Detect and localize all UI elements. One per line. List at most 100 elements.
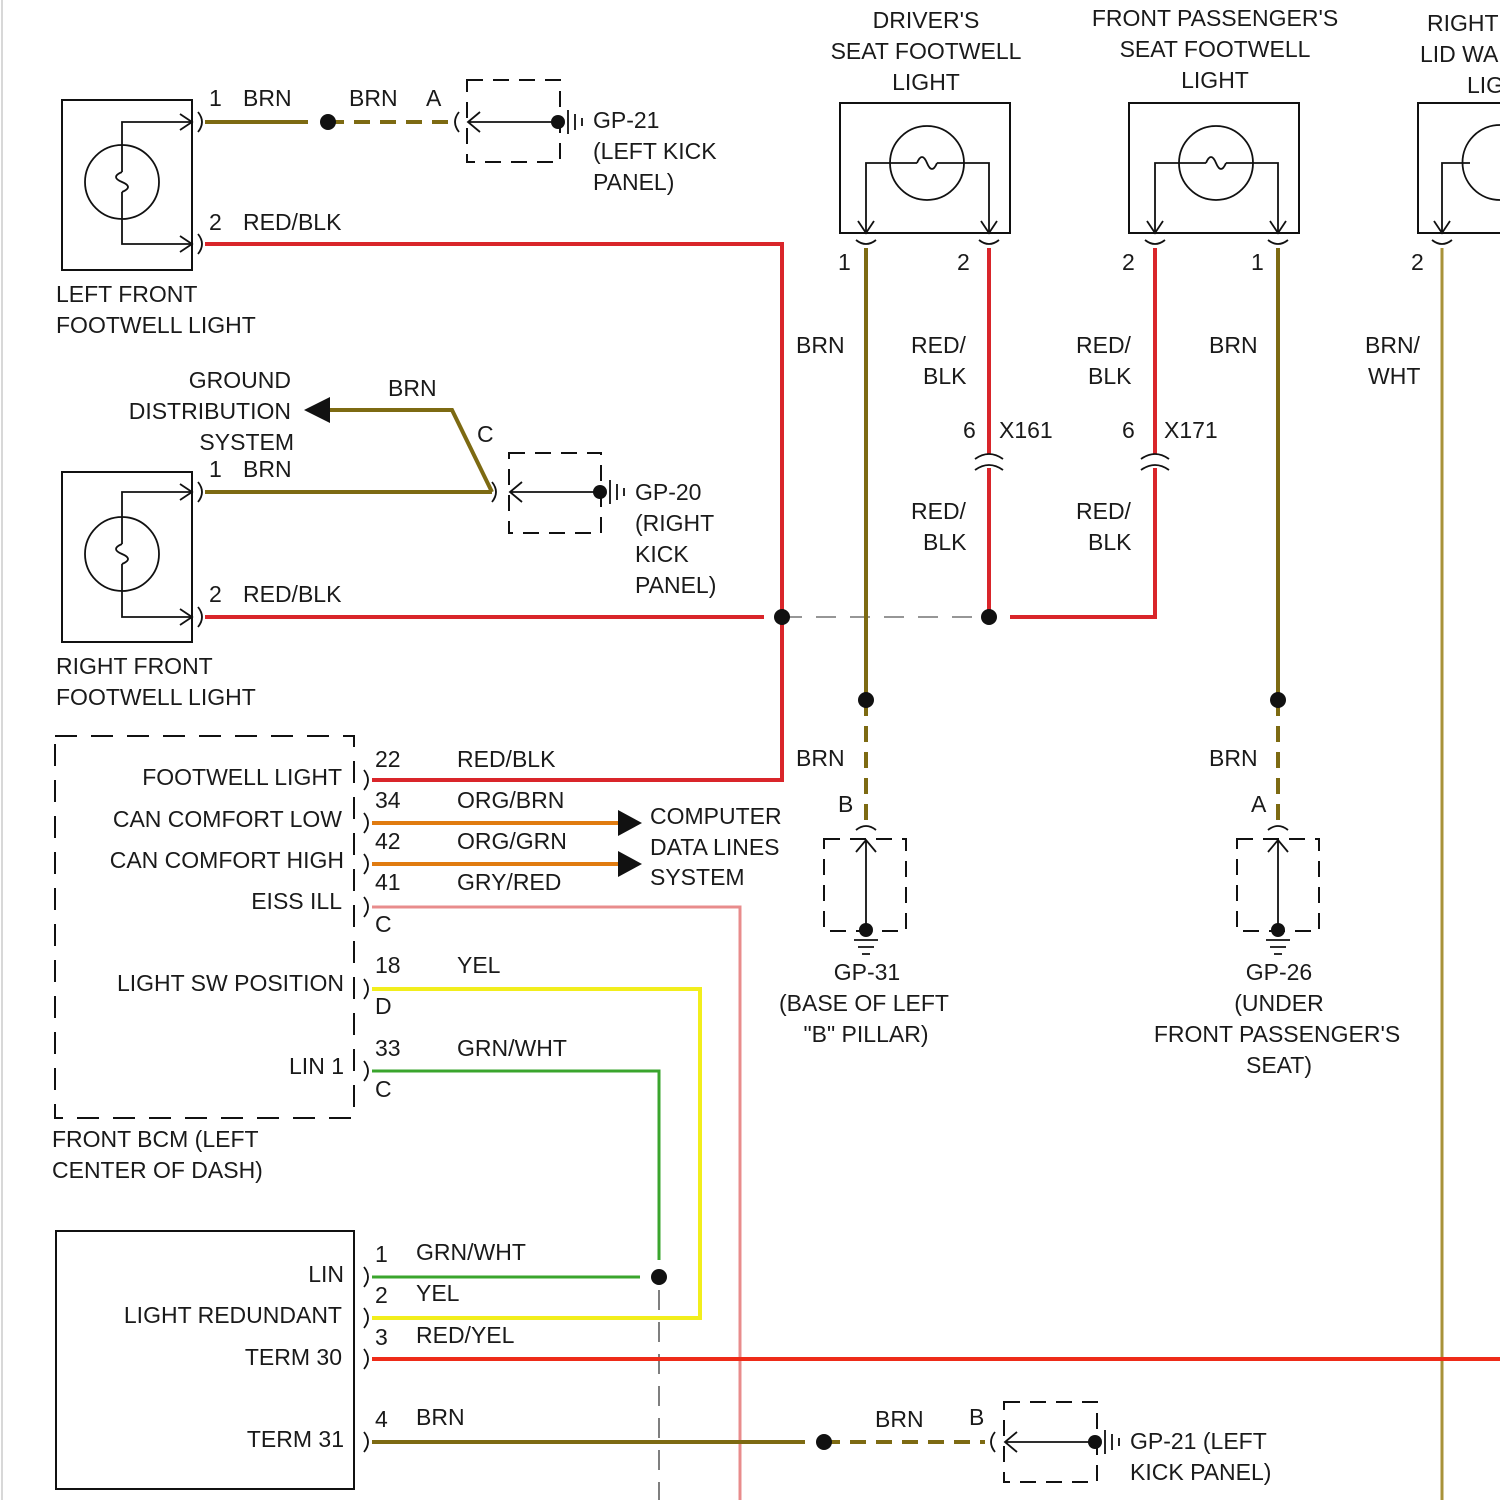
drivers-seat-footwell-light: DRIVER'S SEAT FOOTWELL LIGHT 1 2 [831, 7, 1022, 275]
pin-2: 2 [209, 581, 222, 607]
wire-label: BRN [243, 456, 292, 482]
svg-text:2: 2 [1411, 249, 1424, 275]
svg-text:PANEL): PANEL) [593, 169, 674, 195]
svg-text:6: 6 [1122, 417, 1135, 443]
connector-label: A [426, 85, 442, 111]
wire-label: YEL [416, 1280, 460, 1306]
svg-text:SYSTEM: SYSTEM [650, 864, 745, 890]
svg-text:LID WA: LID WA [1420, 41, 1499, 67]
ground-icon [551, 115, 565, 129]
wire-label: BRN/ [1365, 332, 1421, 358]
right-front-footwell-light: 1 2 RIGHT FRONT FOOTWELL LIGHT [56, 456, 256, 710]
svg-text:DRIVER'S: DRIVER'S [873, 7, 980, 33]
svg-text:"B" PILLAR): "B" PILLAR) [804, 1021, 929, 1047]
wire-label: GRN/WHT [457, 1035, 567, 1061]
ground-icon [1088, 1435, 1102, 1449]
component-label: FOOTWELL LIGHT [56, 312, 256, 338]
svg-text:FRONT PASSENGER'S: FRONT PASSENGER'S [1092, 5, 1338, 31]
svg-text:LIGHT SW POSITION: LIGHT SW POSITION [117, 970, 344, 996]
arrow-left-icon [304, 397, 330, 423]
wire-label: BLK [923, 363, 967, 389]
svg-text:1: 1 [1251, 249, 1264, 275]
svg-text:SYSTEM: SYSTEM [199, 429, 294, 455]
wire-label: BLK [923, 529, 967, 555]
wire-label: RED/ [911, 498, 967, 524]
svg-text:X161: X161 [999, 417, 1053, 443]
wire-label: ORG/GRN [457, 828, 567, 854]
component-label: FOOTWELL LIGHT [56, 684, 256, 710]
svg-text:GP-21: GP-21 [593, 107, 659, 133]
ground-distribution-system: GROUND DISTRIBUTION SYSTEM [129, 367, 330, 455]
ground-gp21-bottom: B GP-21 (LEFT KICK PANEL) [969, 1402, 1271, 1485]
wire-label: GRY/RED [457, 869, 561, 895]
svg-text:2: 2 [957, 249, 970, 275]
svg-text:(BASE OF LEFT: (BASE OF LEFT [779, 990, 949, 1016]
svg-text:LIGHT: LIGHT [892, 69, 960, 95]
svg-text:RIGHT: RIGHT [1427, 10, 1499, 36]
pin-1: 1 [209, 456, 222, 482]
svg-text:DATA LINES: DATA LINES [650, 834, 780, 860]
pin: 22 [375, 746, 401, 772]
pin: 3 [375, 1324, 388, 1350]
ground-icon [593, 485, 607, 499]
wire-label: BRN [875, 1406, 924, 1432]
svg-text:KICK: KICK [635, 541, 689, 567]
wire-label: RED/YEL [416, 1322, 515, 1348]
wire-label: BLK [1088, 363, 1132, 389]
svg-text:LIN 1: LIN 1 [289, 1053, 344, 1079]
computer-data-lines-system: COMPUTER DATA LINES SYSTEM [618, 803, 782, 890]
component-label: CENTER OF DASH) [52, 1157, 263, 1183]
arrow-right-icon [618, 810, 642, 836]
pin: 41 [375, 869, 401, 895]
svg-text:FOOTWELL LIGHT: FOOTWELL LIGHT [142, 764, 342, 790]
svg-text:6: 6 [963, 417, 976, 443]
component-label: FRONT BCM (LEFT [52, 1126, 259, 1152]
component-label: LEFT FRONT [56, 281, 197, 307]
pin-2: 2 [209, 209, 222, 235]
svg-text:(LEFT KICK: (LEFT KICK [593, 138, 717, 164]
svg-text:(RIGHT: (RIGHT [635, 510, 714, 536]
pin: 18 [375, 952, 401, 978]
ground-icon [859, 923, 873, 937]
svg-text:SEAT FOOTWELL: SEAT FOOTWELL [1120, 36, 1311, 62]
wire-label: BRN [1209, 332, 1258, 358]
wire-label: BRN [796, 745, 845, 771]
svg-text:LIGHT: LIGHT [1181, 67, 1249, 93]
ground-gp31: B GP-31 (BASE OF LEFT "B" PILLAR) [779, 791, 949, 1047]
wire-label: BRN [349, 85, 398, 111]
wire-label: BRN [1209, 745, 1258, 771]
wire-grn-wht [372, 1071, 659, 1260]
svg-text:GROUND: GROUND [189, 367, 291, 393]
wire-brn-ground-distribution [330, 410, 492, 492]
front-bcm: FOOTWELL LIGHT CAN COMFORT LOW CAN COMFO… [52, 736, 567, 1183]
svg-text:LIG: LIG [1467, 72, 1500, 98]
wire-label: RED/BLK [243, 581, 342, 607]
wire-label: RED/BLK [457, 746, 556, 772]
wire-label: BRN [416, 1404, 465, 1430]
component-label: RIGHT FRONT [56, 653, 213, 679]
svg-text:DISTRIBUTION: DISTRIBUTION [129, 398, 291, 424]
connector-label: B [838, 791, 853, 817]
svg-text:1: 1 [838, 249, 851, 275]
connector-label: D [375, 993, 392, 1019]
svg-text:SEAT): SEAT) [1246, 1052, 1312, 1078]
svg-text:TERM 30: TERM 30 [245, 1344, 342, 1370]
wire-label: GRN/WHT [416, 1239, 526, 1265]
arrow-right-icon [618, 851, 642, 877]
pin: 2 [375, 1282, 388, 1308]
wire-label: YEL [457, 952, 501, 978]
ground-gp21-top: A GP-21 (LEFT KICK PANEL) [426, 80, 717, 195]
wire-label: RED/ [1076, 332, 1132, 358]
svg-text:KICK PANEL): KICK PANEL) [1130, 1459, 1271, 1485]
svg-text:(UNDER: (UNDER [1234, 990, 1323, 1016]
svg-text:CAN COMFORT LOW: CAN COMFORT LOW [113, 806, 342, 832]
connector-x161: 6 X161 [963, 417, 1053, 470]
wire-label: RED/BLK [243, 209, 342, 235]
ground-gp26: A GP-26 (UNDER FRONT PASSENGER'S SEAT) [1154, 791, 1400, 1078]
wire-label: ORG/BRN [457, 787, 564, 813]
svg-text:COMPUTER: COMPUTER [650, 803, 782, 829]
front-passenger-seat-footwell-light: FRONT PASSENGER'S SEAT FOOTWELL LIGHT 2 … [1092, 5, 1338, 275]
pin: 33 [375, 1035, 401, 1061]
svg-text:TERM 31: TERM 31 [247, 1426, 344, 1452]
